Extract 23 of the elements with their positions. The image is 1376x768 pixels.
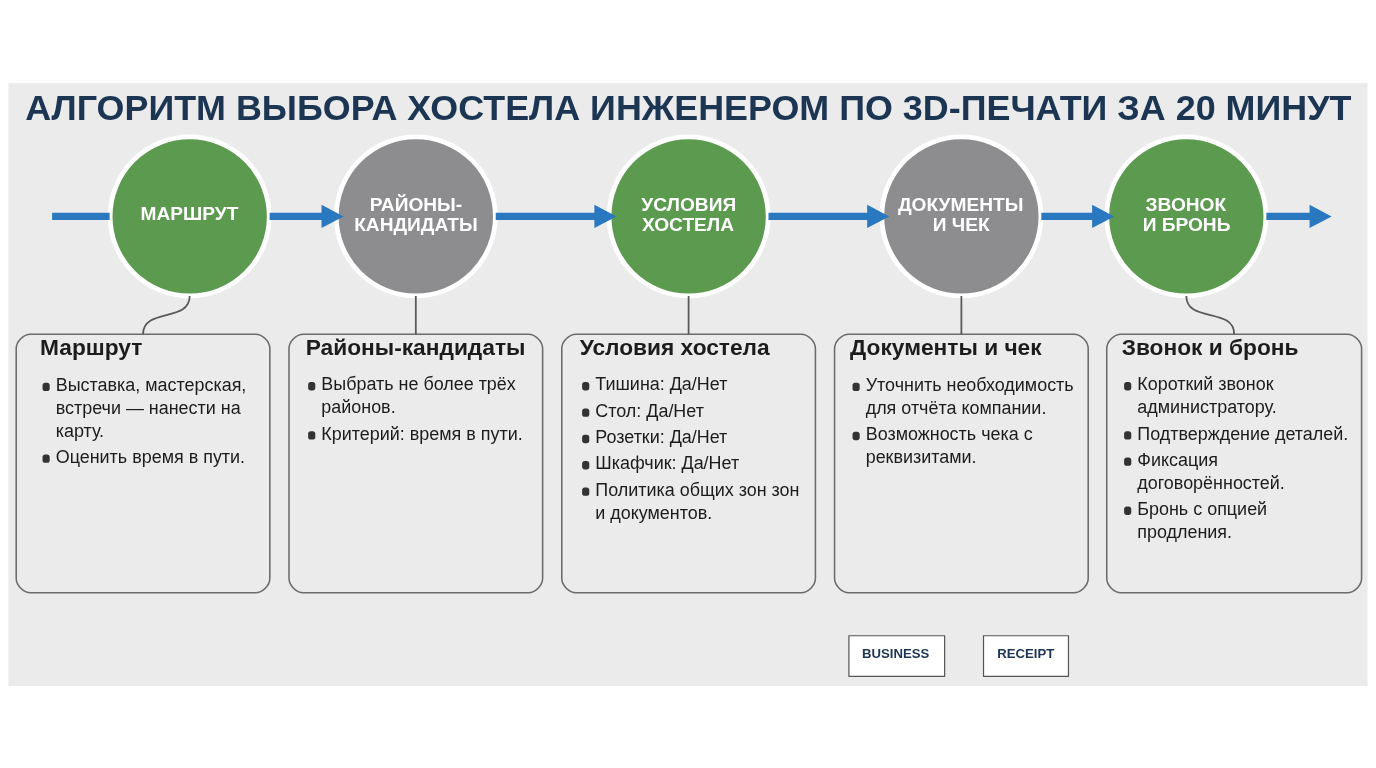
arrow: [1266, 204, 1332, 228]
connector: [687, 294, 690, 335]
node-circle: ЗВОНОК И БРОНЬ: [1104, 133, 1269, 298]
node-box: Условия хостела Тишина: Да/Нет Стол: Да/Нет Розетки: Да/Нет Шкафчик: Да/Нет Политика общих зон зон и документов.: [561, 332, 817, 593]
label: BUSINESS: [862, 645, 930, 661]
node-box: Документы и чек Уточнить необходимость для отчёта компании. Возможность чека с реквизитами.: [833, 332, 1089, 593]
node-circle: МАРШРУТ: [107, 133, 272, 298]
arrow: [1041, 204, 1115, 228]
arrow: [768, 204, 890, 228]
connector: [142, 294, 191, 335]
connector: [1185, 294, 1236, 335]
node-circle: ДОКУМЕНТЫ И ЧЕК: [879, 133, 1044, 298]
connector: [414, 294, 417, 335]
node-box: Маршрут Выставка, мастерская, встречи — нанести на карту. Оценить время в пути.: [15, 332, 271, 593]
diagram-title: АЛГОРИТМ ВЫБОРА ХОСТЕЛА ИНЖЕНЕРОМ ПО 3D-ПЕЧАТИ ЗА 20 МИНУТ: [25, 87, 1352, 128]
node-box: Районы-кандидаты Выбрать не более трёх районов. Критерий: время в пути.: [288, 332, 544, 593]
connector: [960, 294, 963, 335]
node-circle: УСЛОВИЯ ХОСТЕЛА: [606, 133, 771, 298]
label: RECEIPT: [997, 645, 1055, 661]
arrow: [269, 204, 344, 228]
arrow: [495, 204, 617, 228]
node-box: Звонок и бронь Короткий звонок администратору. Подтверждение деталей. Фиксация договорённостей. Бронь с опцией продления.: [1105, 332, 1363, 593]
node-circle: РАЙОНЫ-КАНДИДАТЫ: [333, 133, 498, 298]
